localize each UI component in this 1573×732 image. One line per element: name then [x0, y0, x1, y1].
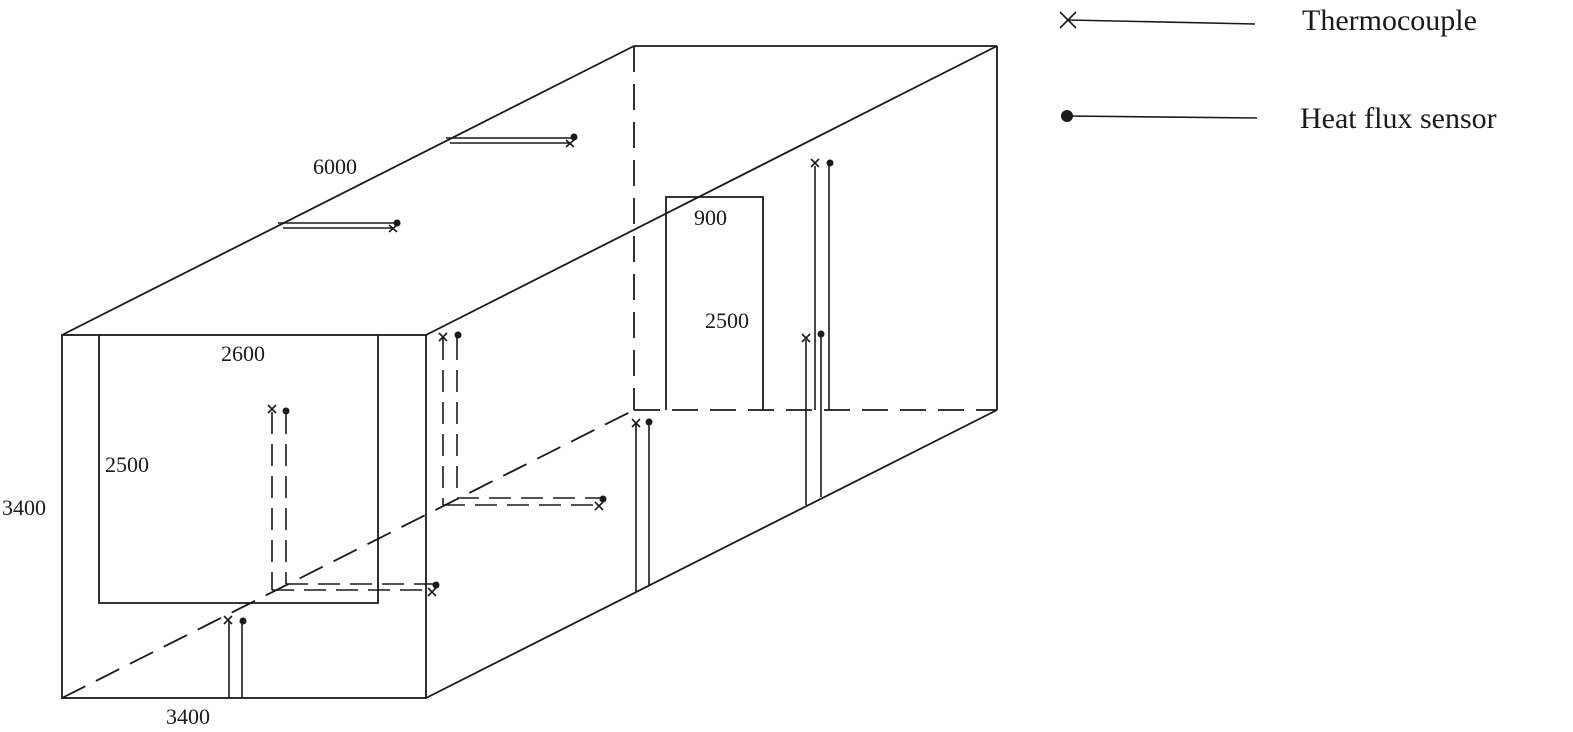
dimension-room-length: 6000: [313, 154, 357, 179]
hidden-floor-left-edge: [61, 409, 635, 699]
front-face: [61, 334, 427, 699]
bottom-right-edge: [425, 409, 998, 699]
thermocouple-mark: [427, 587, 437, 597]
heat-flux-sensor-dot: [432, 581, 440, 589]
thermocouple-mark: [810, 158, 820, 168]
dimension-door-width: 900: [694, 205, 727, 230]
heat-flux-sensor-dot: [393, 219, 401, 227]
back-door: [665, 196, 764, 410]
heat-flux-sensor-dot: [645, 418, 653, 426]
ceiling-sensor-tree-1: [278, 219, 401, 233]
front-floor-sensor-tree: [223, 615, 247, 698]
dimension-opening-width: 2600: [221, 341, 265, 366]
heat-flux-sensor-dot: [239, 617, 247, 625]
legend: Thermocouple Heat flux sensor: [1059, 4, 1497, 135]
side-wall-sensor-tree-2: [801, 330, 825, 505]
back-wall-sensor-tree: [810, 158, 834, 410]
thermocouple-mark: [388, 224, 398, 233]
ceiling-sensor-tree-2: [446, 133, 578, 148]
dimension-opening-height: 2500: [105, 452, 149, 477]
legend-thermocouple: Thermocouple: [1059, 4, 1477, 37]
legend-heat-flux: Heat flux sensor: [1061, 102, 1497, 135]
thermocouple-mark: [801, 333, 811, 343]
top-right-edge: [425, 45, 998, 336]
room-box: [61, 45, 998, 699]
top-left-edge: [61, 45, 635, 336]
interior-sensor-tree-2: [438, 331, 607, 511]
heat-flux-sensor-dot: [454, 331, 462, 339]
heat-flux-sensor-dot: [282, 407, 290, 415]
side-wall-sensor-tree-1: [631, 418, 653, 592]
heat-flux-sensor-dot: [817, 330, 825, 338]
thermocouple-mark: [267, 404, 277, 414]
heat-flux-sensor-dot: [599, 495, 607, 503]
heat-flux-sensor-dot: [570, 133, 578, 141]
thermocouple-mark: [438, 332, 448, 342]
dimension-room-height: 3400: [2, 495, 46, 520]
dimension-room-width: 3400: [166, 704, 210, 729]
thermocouple-mark: [594, 501, 604, 511]
thermocouple-mark: [565, 139, 575, 148]
front-opening: [98, 335, 379, 604]
thermocouple-mark: [631, 418, 641, 428]
legend-thermocouple-label: Thermocouple: [1302, 4, 1477, 37]
dimension-door-height: 2500: [705, 308, 749, 333]
interior-sensor-tree-1: [267, 404, 440, 597]
thermocouple-mark: [223, 615, 233, 625]
legend-heat-flux-label: Heat flux sensor: [1300, 102, 1497, 135]
heat-flux-sensor-dot: [826, 159, 834, 167]
